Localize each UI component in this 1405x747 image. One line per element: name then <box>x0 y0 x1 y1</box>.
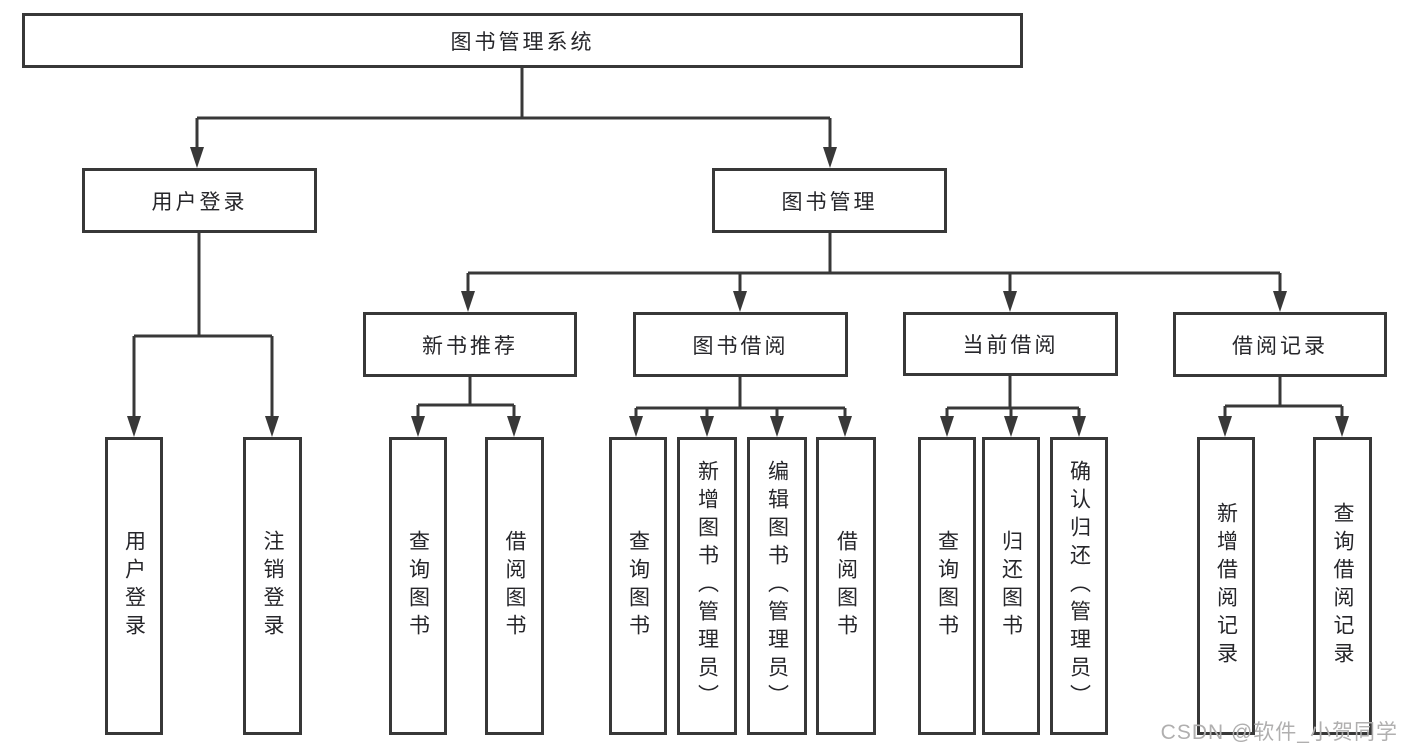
node-user-login: 用户登录 <box>82 168 317 233</box>
leaf-newbooks-borrow-books: 借阅图书 <box>485 437 544 735</box>
leaf-records-query-record: 查询借阅记录 <box>1313 437 1372 735</box>
leaf-user-login: 用户登录 <box>105 437 163 735</box>
leaf-newbooks-query-books: 查询图书 <box>389 437 447 735</box>
node-borrowing-records: 借阅记录 <box>1173 312 1387 377</box>
leaf-borrowing-add-books-admin: 新增图书（管理员） <box>677 437 737 735</box>
leaf-current-return-books: 归还图书 <box>982 437 1040 735</box>
node-current-borrowing: 当前借阅 <box>903 312 1118 376</box>
leaf-logout: 注销登录 <box>243 437 302 735</box>
leaf-current-confirm-return-admin: 确认归还（管理员） <box>1050 437 1108 735</box>
leaf-borrowing-query-books: 查询图书 <box>609 437 667 735</box>
node-book-borrowing: 图书借阅 <box>633 312 848 377</box>
node-library-management-system: 图书管理系统 <box>22 13 1023 68</box>
leaf-records-add-record: 新增借阅记录 <box>1197 437 1255 735</box>
leaf-borrowing-borrow-books: 借阅图书 <box>816 437 876 735</box>
node-new-book-recommend: 新书推荐 <box>363 312 577 377</box>
csdn-watermark: CSDN @软件_小贺同学 <box>1160 721 1398 744</box>
leaf-current-query-books: 查询图书 <box>918 437 976 735</box>
leaf-borrowing-edit-books-admin: 编辑图书（管理员） <box>747 437 807 735</box>
arrowheads <box>127 147 1349 437</box>
node-book-management: 图书管理 <box>712 168 947 233</box>
